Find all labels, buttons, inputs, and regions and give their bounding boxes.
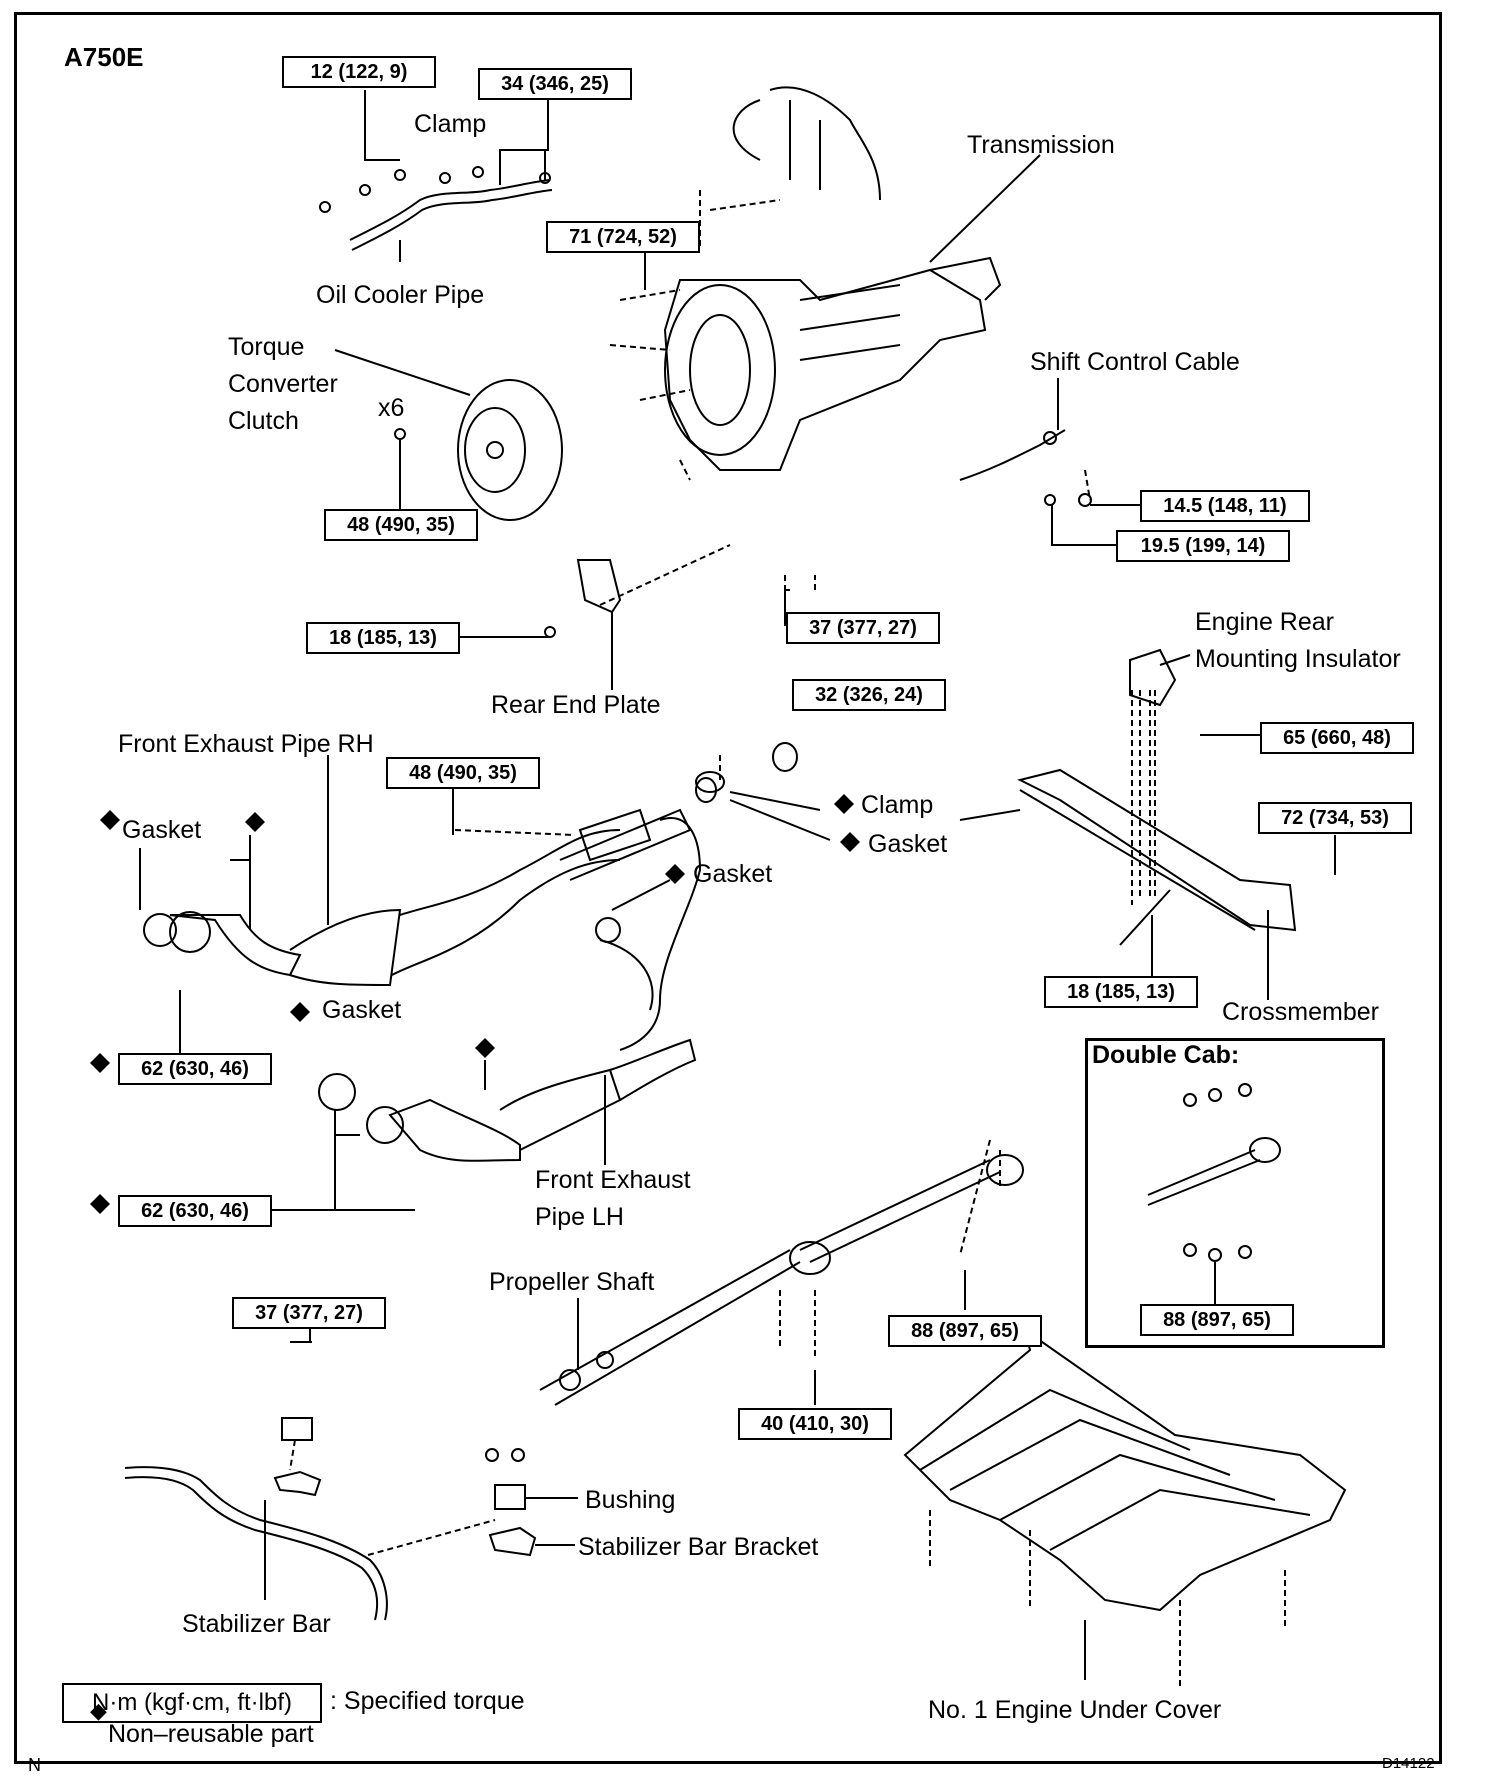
diagram-frame (14, 12, 1442, 1764)
label-clamp-mid: Clamp (861, 791, 934, 819)
label-front-exhaust-lh-1: Front Exhaust (535, 1166, 691, 1194)
torque-box-t12: 12 (122, 9) (282, 56, 436, 88)
torque-box-t32: 32 (326, 24) (792, 679, 946, 711)
torque-box-t18a: 18 (185, 13) (306, 622, 460, 654)
label-gasket-center: Gasket (693, 860, 773, 888)
legend-diamond: ◆ (90, 1698, 107, 1723)
torque-box-t195: 19.5 (199, 14) (1116, 530, 1290, 562)
leader-torque (334, 349, 471, 396)
torque-box-t40: 40 (410, 30) (738, 1408, 892, 1440)
legend-specified-torque: : Specified torque (330, 1687, 525, 1715)
double-cab-title: Double Cab: (1092, 1041, 1240, 1069)
shift-cable-drawing (959, 429, 1092, 507)
under-cover-drawing (903, 1327, 1347, 1612)
label-stabilizer-bar-bracket: Stabilizer Bar Bracket (578, 1533, 819, 1561)
label-stabilizer-bar: Stabilizer Bar (182, 1610, 331, 1638)
label-engine-rear-1: Engine Rear (1195, 608, 1334, 636)
label-front-exhaust-lh-2: Pipe LH (535, 1203, 624, 1231)
legend-nonreusable: Non–reusable part (108, 1720, 314, 1748)
label-no1-engine-under-cover: No. 1 Engine Under Cover (928, 1696, 1222, 1724)
corner-mark: N (28, 1755, 41, 1775)
model-title: A750E (64, 42, 144, 72)
label-clamp-top: Clamp (414, 110, 487, 138)
label-gasket-lower: Gasket (322, 996, 402, 1024)
torque-box-t62b: 62 (630, 46) (118, 1195, 272, 1227)
torque-converter-drawing (394, 379, 563, 521)
torque-box-t37b: 37 (377, 27) (232, 1297, 386, 1329)
torque-box-t37a: 37 (377, 27) (786, 612, 940, 644)
transmission-drawing (663, 86, 1002, 471)
leader-t34 (499, 93, 549, 185)
leader-t195 (1051, 505, 1120, 546)
stabilizer-bar-drawing (124, 1417, 537, 1621)
oil-cooler-pipe-drawing (319, 166, 553, 251)
label-torque-2: Converter (228, 370, 338, 398)
torque-box-t71: 71 (724, 52) (546, 221, 700, 253)
torque-box-t65: 65 (660, 48) (1260, 722, 1414, 754)
torque-box-t18b: 18 (185, 13) (1044, 976, 1198, 1008)
leader-t12 (364, 90, 400, 161)
rear-end-plate-drawing (544, 559, 622, 638)
label-oil-cooler-pipe: Oil Cooler Pipe (316, 281, 485, 309)
label-transmission: Transmission (967, 131, 1115, 159)
label-bushing: Bushing (585, 1486, 676, 1514)
torque-box-t72: 72 (734, 53) (1258, 802, 1412, 834)
leader-engine-rear (1159, 654, 1191, 666)
torque-box-t88b: 88 (897, 65) (1140, 1304, 1294, 1336)
center-pipe-drawing (559, 808, 702, 1051)
label-rear-end-plate: Rear End Plate (491, 691, 661, 719)
propeller-shaft-drawing (539, 1154, 1024, 1406)
figure-id: D14122 (1382, 1755, 1435, 1772)
label-x6: x6 (378, 394, 405, 422)
torque-box-t48a: 48 (490, 35) (324, 509, 478, 541)
crossmember-drawing (1017, 648, 1297, 932)
torque-box-t62a: 62 (630, 46) (118, 1053, 272, 1085)
torque-box-t88a: 88 (897, 65) (888, 1315, 1042, 1347)
diamond-markers (90, 794, 860, 1214)
torque-box-t145: 14.5 (148, 11) (1140, 490, 1310, 522)
label-propeller-shaft: Propeller Shaft (489, 1268, 655, 1296)
double-cab-inset (1085, 1038, 1385, 1348)
label-torque-1: Torque (228, 333, 305, 361)
label-gasket-mid: Gasket (868, 830, 948, 858)
label-shift-control-cable: Shift Control Cable (1030, 348, 1240, 376)
torque-box-t34: 34 (346, 25) (478, 68, 632, 100)
label-gasket-left: Gasket (122, 816, 202, 844)
front-exhaust-rh-drawing (143, 829, 621, 987)
label-torque-3: Clutch (228, 407, 299, 435)
legend-unit-box: N·m (kgf·cm, ft·lbf) (62, 1683, 322, 1723)
leader-transmission (929, 154, 1041, 263)
torque-box-t48b: 48 (490, 35) (386, 757, 540, 789)
label-front-exhaust-rh: Front Exhaust Pipe RH (118, 730, 374, 758)
label-crossmember: Crossmember (1222, 998, 1379, 1026)
front-exhaust-lh-drawing (318, 1038, 697, 1162)
label-engine-rear-2: Mounting Insulator (1195, 645, 1401, 673)
double-cab-shaft-drawing (1147, 1083, 1281, 1262)
